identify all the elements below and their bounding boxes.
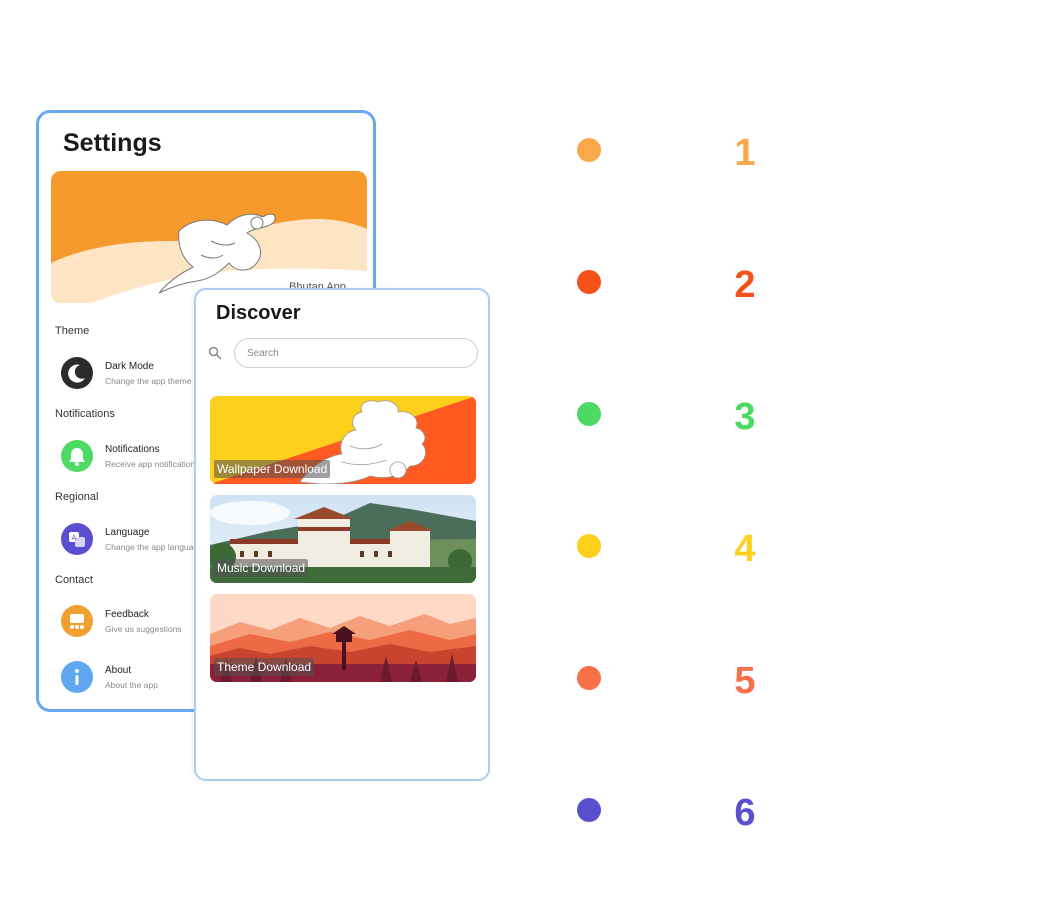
card-label: Music Download xyxy=(214,559,309,577)
row-title: Notifications xyxy=(105,444,160,455)
moon-icon xyxy=(61,357,93,389)
card-music-download[interactable]: Music Download xyxy=(210,495,476,583)
legend-number-6: 6 xyxy=(734,792,756,834)
card-wallpaper-download[interactable]: Wallpaper Download xyxy=(210,396,476,484)
legend-dot-6 xyxy=(577,798,601,822)
legend-number-5: 5 xyxy=(734,660,756,702)
search-icon xyxy=(208,346,222,360)
legend-number-3: 3 xyxy=(734,396,756,438)
row-subtitle: Change the app theme xyxy=(105,376,192,386)
row-subtitle: About the app xyxy=(105,680,158,690)
legend-number-2: 2 xyxy=(734,264,756,306)
banner-dragon-illustration xyxy=(51,171,367,303)
discover-screen: Discover Wallpaper Download xyxy=(194,288,490,781)
info-icon xyxy=(61,661,93,693)
bhutan-banner xyxy=(51,171,367,303)
feedback-icon xyxy=(61,605,93,637)
row-title: Language xyxy=(105,527,150,538)
card-label: Wallpaper Download xyxy=(214,460,331,478)
translate-icon: A xyxy=(61,523,93,555)
section-label-notifications: Notifications xyxy=(55,408,115,420)
legend-dot-1 xyxy=(577,138,601,162)
legend-number-4: 4 xyxy=(734,528,756,570)
settings-row-language[interactable]: A Language Change the app language xyxy=(61,523,211,559)
settings-title: Settings xyxy=(63,129,162,157)
row-title: About xyxy=(105,665,132,676)
card-theme-download[interactable]: Theme Download xyxy=(210,594,476,682)
legend-dot-4 xyxy=(577,534,601,558)
row-title: Feedback xyxy=(105,609,149,620)
settings-row-feedback[interactable]: Feedback Give us suggestions xyxy=(61,605,211,641)
row-subtitle: Give us suggestions xyxy=(105,624,182,634)
svg-text:A: A xyxy=(72,534,77,542)
settings-row-about[interactable]: About About the app xyxy=(61,661,211,697)
row-subtitle: Change the app language xyxy=(105,542,203,552)
search-input[interactable] xyxy=(234,338,478,368)
legend-dot-3 xyxy=(577,402,601,426)
legend-dot-5 xyxy=(577,666,601,690)
legend-number-1: 1 xyxy=(734,132,756,174)
row-title: Dark Mode xyxy=(105,361,154,372)
row-subtitle: Receive app notifications xyxy=(105,459,200,469)
section-label-theme: Theme xyxy=(55,325,90,337)
legend-dot-2 xyxy=(577,270,601,294)
settings-row-notifications[interactable]: Notifications Receive app notifications xyxy=(61,440,211,476)
discover-title: Discover xyxy=(216,302,301,324)
section-label-contact: Contact xyxy=(55,574,93,586)
section-label-regional: Regional xyxy=(55,491,99,503)
settings-row-dark-mode[interactable]: Dark Mode Change the app theme xyxy=(61,357,211,393)
card-label: Theme Download xyxy=(214,658,315,676)
bell-icon xyxy=(61,440,93,472)
